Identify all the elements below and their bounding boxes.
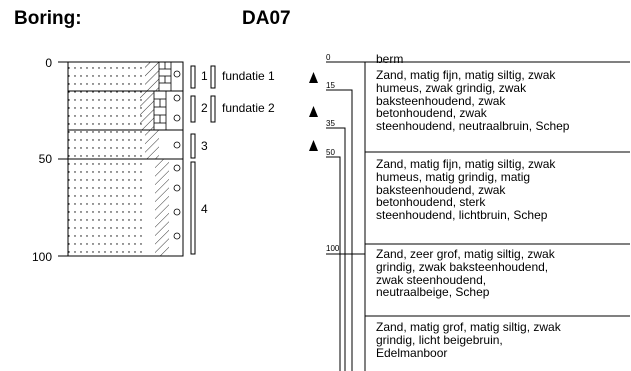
sample-brackets — [191, 66, 215, 254]
soil-column — [68, 62, 183, 256]
brick-symbol-layer-2 — [154, 91, 166, 130]
depth-axis — [58, 62, 68, 256]
triangle-marker-icon — [309, 72, 318, 151]
description-leaders — [326, 62, 630, 371]
brick-symbol-layer-1 — [159, 62, 171, 91]
gravel-symbols — [174, 71, 180, 239]
